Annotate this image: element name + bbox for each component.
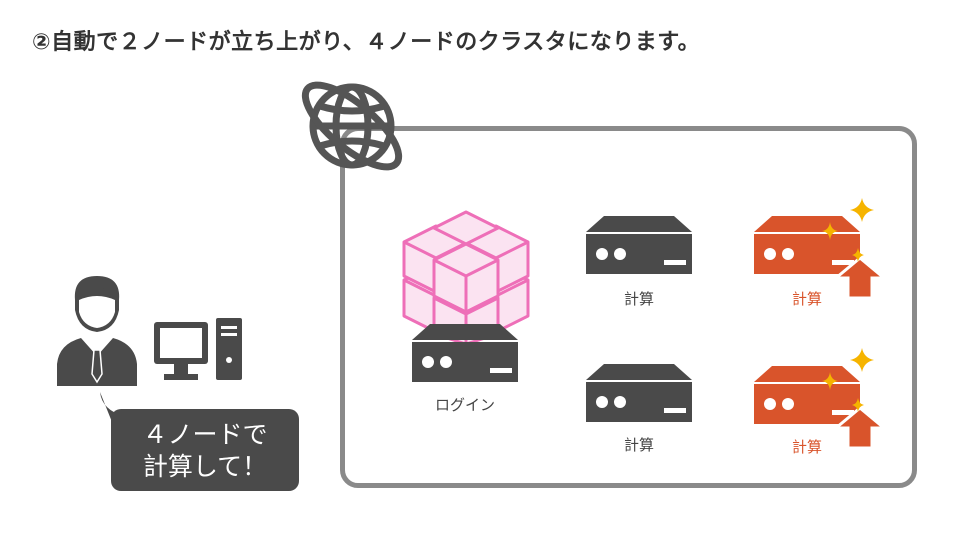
desktop-computer-icon (154, 318, 242, 380)
business-person-icon (57, 276, 137, 386)
new-server-icon (754, 348, 886, 450)
login-server-icon (412, 324, 518, 382)
sparkle-icon (852, 398, 864, 412)
sparkle-icon (852, 248, 864, 262)
sparkle-icon (822, 372, 838, 390)
server-icon (586, 216, 692, 274)
server-icon (586, 364, 692, 422)
new-compute-node-label: 計算 (791, 290, 822, 308)
globe-icon (301, 81, 403, 171)
speech-bubble: ４ノードで 計算して！ (111, 409, 299, 491)
new-server-icon (754, 198, 886, 300)
speech-bubble-text: ４ノードで 計算して！ (142, 420, 268, 481)
compute-node-label: 計算 (623, 436, 654, 454)
sparkle-icon (850, 348, 874, 372)
sparkle-icon (850, 198, 874, 222)
login-node-label: ログイン (434, 396, 495, 414)
sparkle-icon (822, 222, 838, 240)
compute-node-label: 計算 (623, 290, 654, 308)
new-compute-node-label: 計算 (791, 438, 822, 456)
page-title: ②自動で２ノードが立ち上がり、４ノードのクラスタになります。 (32, 30, 701, 55)
